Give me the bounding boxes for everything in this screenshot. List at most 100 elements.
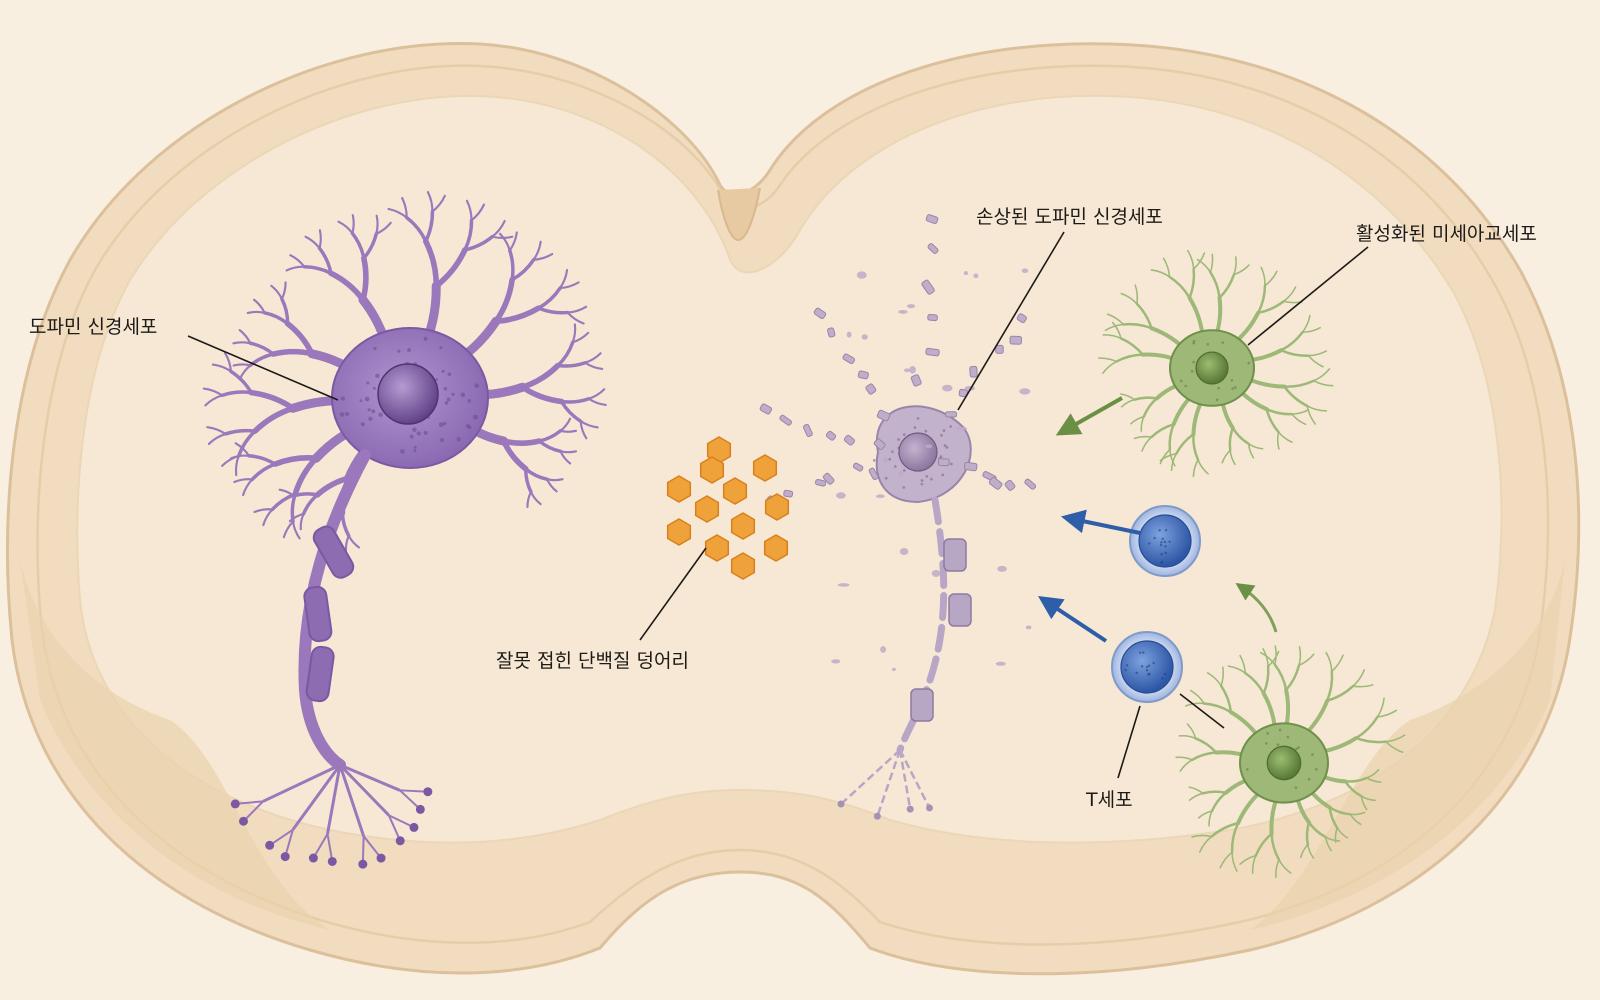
neuron-dendrite (493, 305, 542, 325)
label-activated-microglia: 활성화된 미세아교세포 (1356, 223, 1537, 245)
debris-fragment (876, 409, 891, 422)
neuron-granule (407, 348, 411, 353)
neuron-dendrite (292, 455, 319, 497)
neuron-dendrite (558, 268, 569, 290)
neuron-granule (360, 422, 365, 427)
microglia-nucleus (1266, 745, 1302, 781)
debris-particle (875, 494, 885, 499)
neuron-granule (447, 372, 452, 376)
neuron-dendrite (404, 215, 428, 243)
leader-lines (187, 231, 1369, 779)
microglia-process (1267, 650, 1280, 668)
microglia-granule (1278, 728, 1282, 732)
damaged-granule (925, 474, 929, 478)
protein-hexagon (763, 534, 789, 562)
debris-particle (973, 273, 979, 279)
neuron-granule (423, 336, 428, 341)
neuron-dendrite (242, 478, 254, 497)
microglia-process (1307, 354, 1324, 368)
microglia-granule (1295, 747, 1298, 751)
neuron-dendrite (387, 207, 408, 219)
damaged-granule (949, 425, 953, 428)
leader-protein (639, 547, 707, 641)
damaged-granule (902, 485, 906, 489)
axon-terminal (338, 764, 366, 837)
microglia-process (1280, 331, 1304, 352)
migration-arrows (1037, 396, 1278, 643)
microglia-granule (1230, 378, 1234, 382)
microglia-process (1256, 300, 1285, 315)
neuron-dendrite (278, 488, 295, 497)
microglia-process (1305, 821, 1311, 846)
neuron-granule (451, 392, 455, 396)
neuron-granule (412, 427, 417, 432)
debris-particle (1019, 388, 1031, 395)
neuron-dendrite (375, 214, 379, 235)
microglia-process (1385, 734, 1406, 743)
neuron-dendrite (584, 361, 604, 371)
t-cell-granule (1125, 664, 1129, 667)
neuron-dendrite (221, 454, 240, 467)
microglia-process (1174, 433, 1195, 456)
microglia-process (1140, 415, 1145, 432)
neuron-granule (368, 416, 373, 422)
neuron-dendrite (463, 235, 494, 252)
neuron-granule (446, 397, 451, 402)
neuron-dendrite (470, 203, 486, 222)
microglia-process (1201, 790, 1228, 795)
microglia-process (1219, 851, 1233, 869)
neuron-dendrite (223, 351, 233, 373)
neuron-granule (460, 392, 466, 398)
neuron-dendrite (519, 384, 565, 405)
microglia-process (1360, 795, 1368, 811)
neuron-granule (400, 449, 405, 454)
debris-fragment (783, 489, 794, 498)
damaged-granule (941, 473, 945, 477)
microglia-process (1324, 836, 1333, 852)
neuron-granule (423, 430, 428, 435)
terminal-bouton (358, 859, 368, 869)
microglia-process (1270, 832, 1281, 861)
neuron-granule (444, 401, 449, 405)
neuron-dendrite (206, 426, 227, 436)
microglia-granule (1246, 768, 1249, 771)
microglia-process (1230, 821, 1240, 854)
neuron-dendrite (558, 281, 580, 290)
microglia-process (1262, 665, 1270, 695)
neuron-granule (439, 438, 445, 443)
microglia-process (1169, 448, 1176, 467)
myelin-sheath (312, 525, 355, 579)
microglia-process (1283, 379, 1315, 388)
microglia-process (1306, 405, 1317, 425)
microglia-process (1251, 854, 1257, 875)
microglia-process (1273, 663, 1288, 692)
neuron-dendrite (247, 454, 277, 466)
microglia-process (1291, 413, 1307, 426)
microglia-granule (1247, 361, 1251, 365)
neuron-dendrite (304, 235, 321, 250)
microglia-process (1133, 396, 1158, 401)
neuron-dendrite (532, 252, 554, 261)
microglia-process (1209, 253, 1214, 273)
microglia-process (1119, 337, 1144, 356)
protein-hexagon (722, 477, 748, 505)
microglia-process (1282, 286, 1297, 303)
t-cell-granule (1142, 651, 1145, 654)
debris-particle (837, 583, 850, 587)
axon-terminal (326, 764, 342, 835)
microglia-granule (1192, 341, 1196, 345)
microglia-process (1233, 256, 1237, 276)
microglia-granule (1221, 341, 1225, 344)
microglia-process (1229, 449, 1236, 466)
damaged-granule (902, 433, 906, 436)
microglia-process (1228, 426, 1235, 452)
neuron-dendrite (536, 286, 562, 310)
microglia-process (1277, 431, 1293, 443)
terminal-bouton (415, 804, 425, 814)
neuron-granule (435, 378, 439, 381)
t-cell-granule (1160, 561, 1164, 564)
label-t-cell: T세포 (1086, 789, 1133, 811)
microglia-process (1168, 423, 1175, 451)
neuron-dendrite (401, 196, 408, 219)
damaged-granule (884, 476, 888, 480)
